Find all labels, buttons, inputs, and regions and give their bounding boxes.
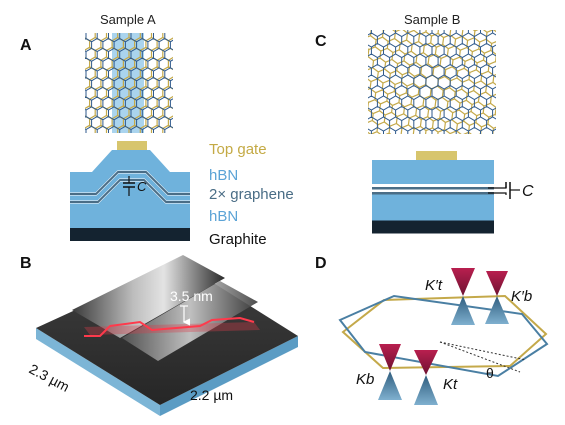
cone-k-b xyxy=(378,344,402,400)
sample-a-title: Sample A xyxy=(100,12,156,27)
sample-a-lattice xyxy=(85,33,173,133)
graphene-layer-a4 xyxy=(70,179,190,203)
hbn-bottom-layer-b xyxy=(372,194,494,221)
capacitance-label-a: C xyxy=(137,179,147,194)
hbn-bottom-label: hBN xyxy=(209,208,238,225)
hex-lattice-path xyxy=(85,33,173,133)
graphene-layer-a2 xyxy=(70,171,190,195)
lattice-blue-a xyxy=(85,33,173,133)
afm-width-label: 2.3 µm xyxy=(27,361,73,395)
k-b-prime-label: K′b xyxy=(511,288,532,305)
graphene-layer-b4 xyxy=(372,192,494,195)
panel-b-letter: B xyxy=(20,255,32,272)
graphite-label: Graphite xyxy=(209,231,267,248)
capacitance-label-b: C xyxy=(522,183,534,200)
cone-k-t-prime xyxy=(451,268,475,325)
graphite-layer-b xyxy=(372,220,494,234)
graphene-layer-b1 xyxy=(372,184,494,187)
panel-a-letter: A xyxy=(20,37,32,54)
hbn-bottom-layer-a xyxy=(70,208,190,228)
top-gate-a xyxy=(117,141,147,150)
afm-second-ridge xyxy=(122,281,258,361)
hbn-top-layer-b xyxy=(372,160,494,184)
graphene-layer-b2 xyxy=(372,187,494,190)
k-b-label: Kb xyxy=(356,371,374,388)
graphite-layer-a xyxy=(70,228,190,241)
hex-lattice-path xyxy=(368,30,496,134)
device-cross-section-a: C xyxy=(70,141,190,241)
top-gate-b xyxy=(416,151,457,160)
afm-main-ridge xyxy=(72,255,225,338)
angle-line-2 xyxy=(439,341,527,361)
afm-right-face xyxy=(160,336,298,416)
brillouin-zones: θ xyxy=(338,294,549,381)
k-t-prime-label: K′t xyxy=(425,277,443,294)
theta-label: θ xyxy=(486,365,494,381)
hbn-top-label: hBN xyxy=(209,167,238,184)
k-t-label: Kt xyxy=(443,376,458,393)
afm-image: 3.5 nm xyxy=(36,255,298,416)
graphene-layer-b3 xyxy=(372,189,494,192)
cone-k-t xyxy=(414,350,438,405)
sample-b-lattice xyxy=(368,30,496,134)
lattice-blue-b xyxy=(368,30,496,134)
afm-front-face xyxy=(36,328,160,416)
afm-height-profile xyxy=(84,316,255,337)
top-gate-label: Top gate xyxy=(209,141,267,158)
panel-d-letter: D xyxy=(315,255,327,272)
afm-length-label: 2.2 µm xyxy=(190,387,233,403)
sample-b-title: Sample B xyxy=(404,12,460,27)
brillouin-zone-blue xyxy=(338,294,549,378)
cone-k-b-prime xyxy=(485,271,509,324)
brillouin-zone-gold xyxy=(341,294,548,370)
hex-lattice-path xyxy=(368,30,496,134)
device-cross-section-b: C xyxy=(372,151,534,234)
panel-c-letter: C xyxy=(315,33,327,50)
afm-height-label: 3.5 nm xyxy=(170,288,213,304)
graphene-label: 2× graphene xyxy=(209,186,294,203)
lattice-gold-b xyxy=(368,30,496,134)
